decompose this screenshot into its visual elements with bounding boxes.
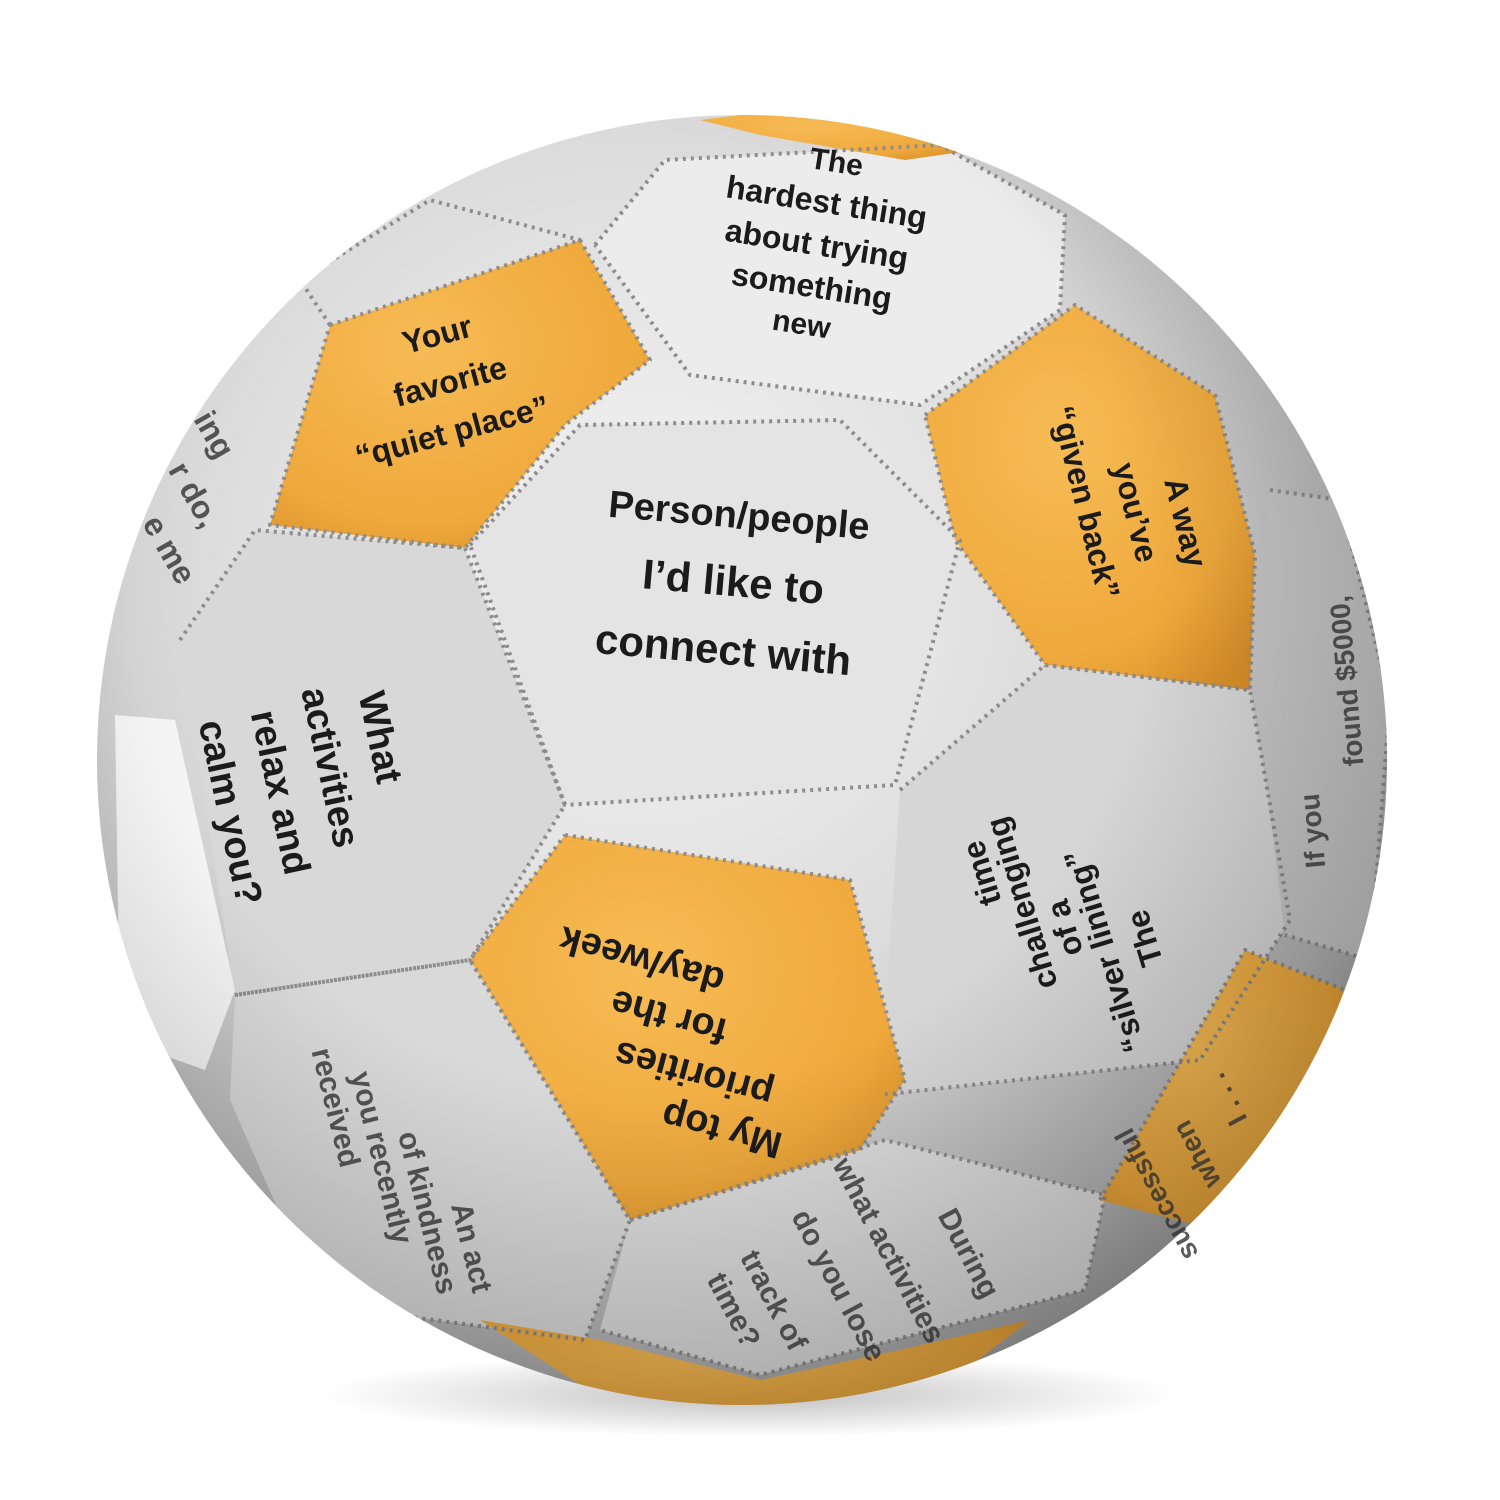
top-line-1: The (808, 142, 866, 183)
far-right-line-1: If you (1294, 792, 1331, 869)
ball-shading (97, 115, 1387, 1405)
